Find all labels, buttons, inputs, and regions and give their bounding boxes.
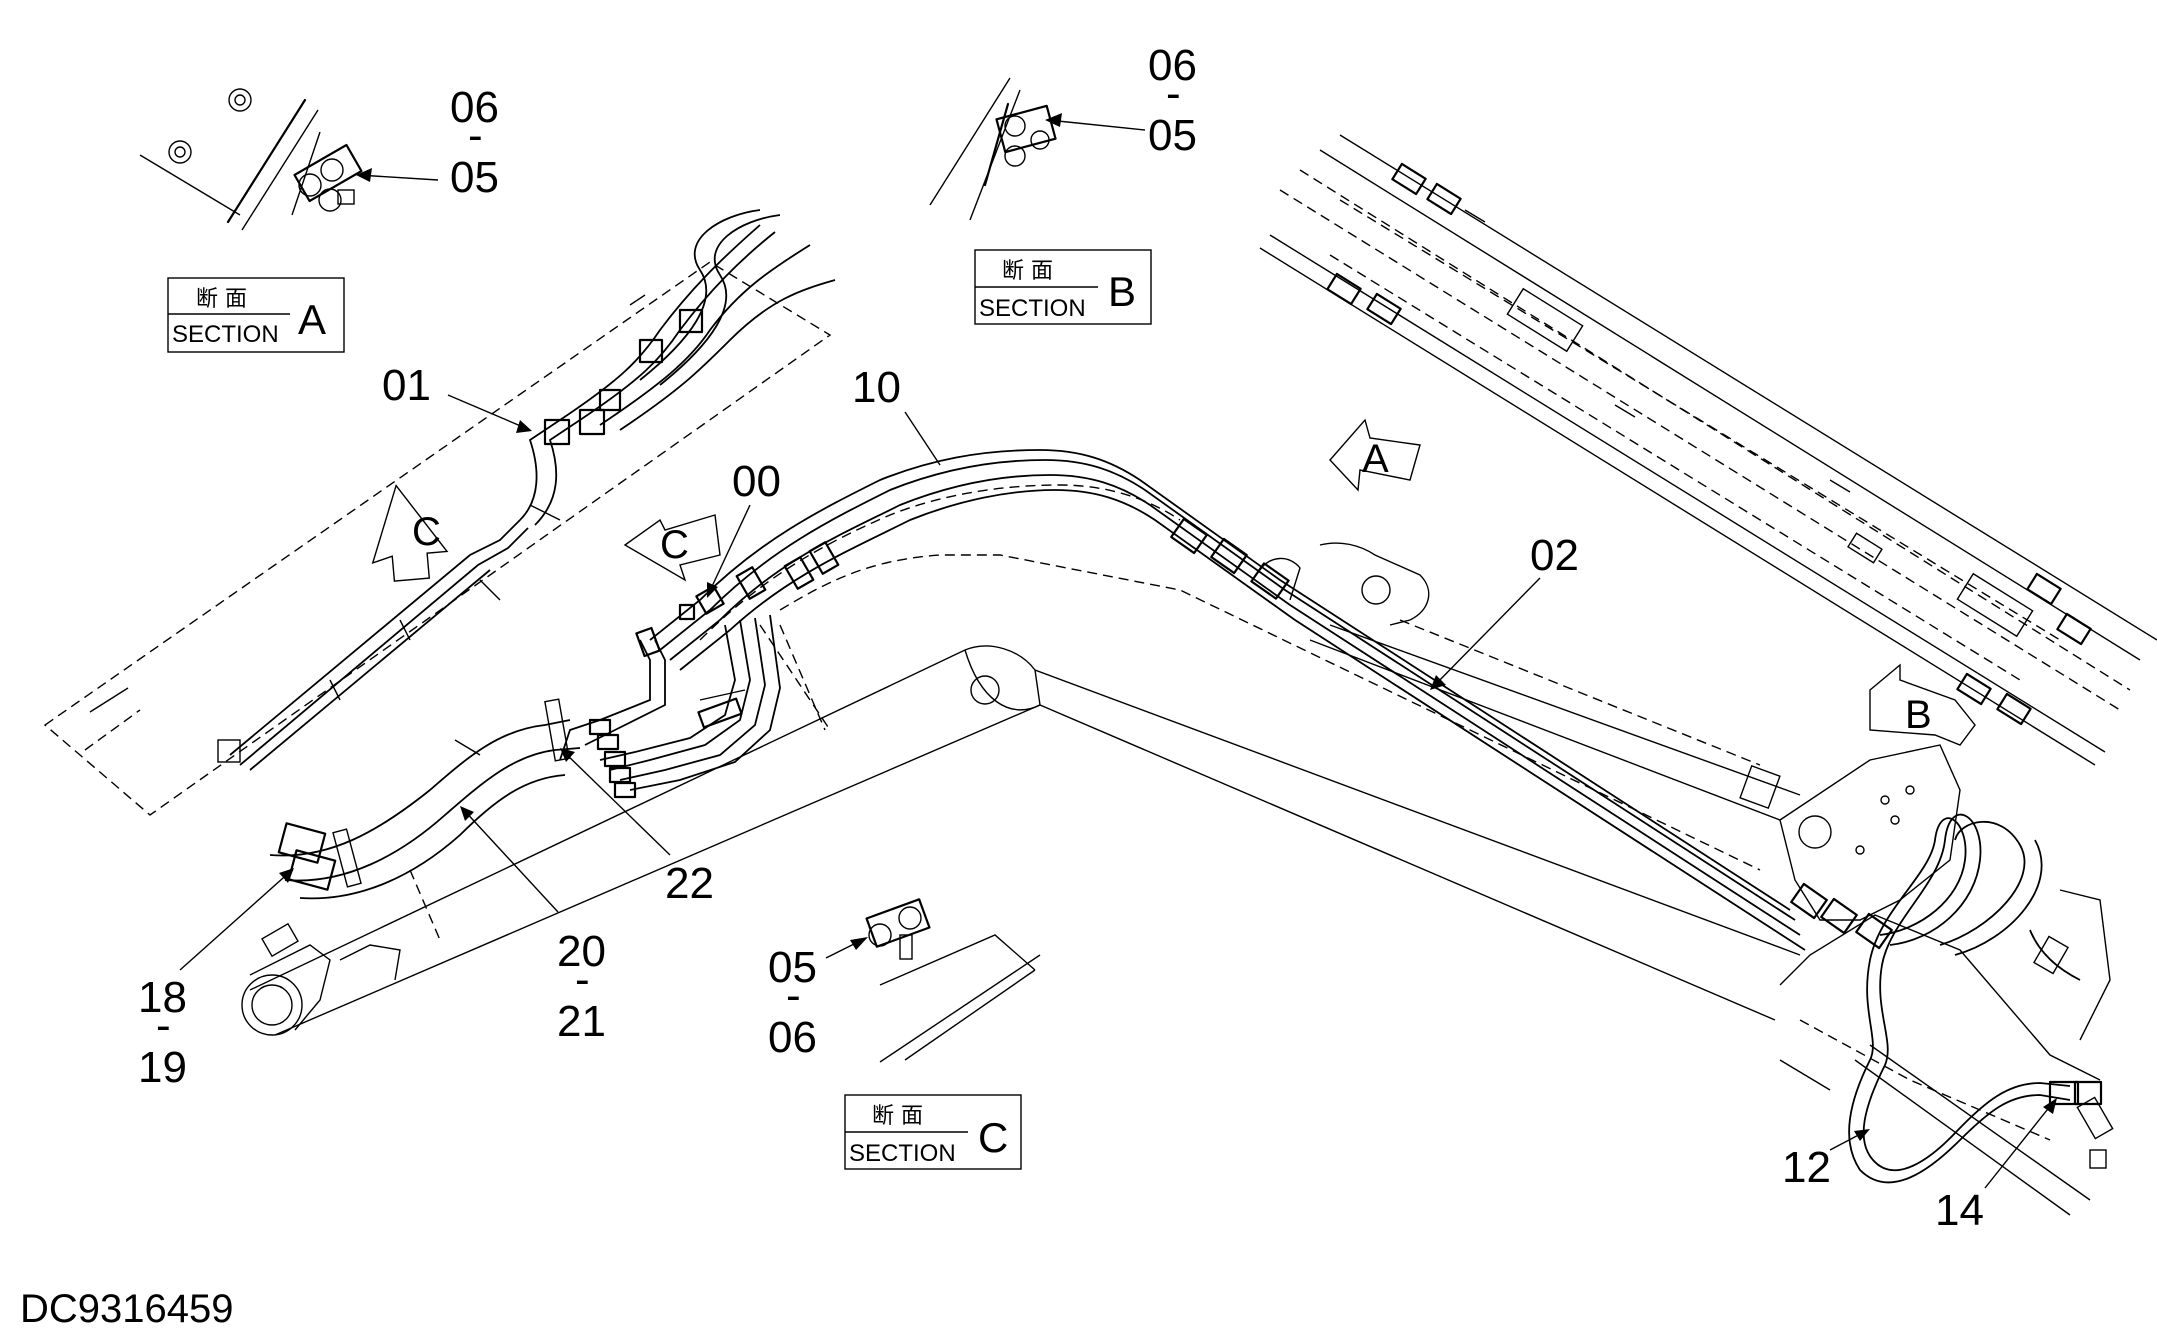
leader-18 (179, 869, 293, 971)
view-arrow-a-letter: A (1362, 437, 1389, 481)
section-b-letter: B (1108, 268, 1136, 315)
section-b-jp: 断 面 (1002, 259, 1053, 284)
section-a-en: SECTION (172, 321, 279, 348)
range-dash: - (786, 971, 801, 1020)
leader-arrowhead (1045, 113, 1062, 127)
right-arm-view (1259, 134, 2157, 766)
part-label-18: 18 (138, 973, 187, 1022)
section-a-letter: A (298, 296, 326, 343)
leader-arrowhead (356, 168, 372, 182)
part-label-06-section-c: 06 (768, 1013, 817, 1062)
section-c-letter: C (978, 1114, 1008, 1161)
leader-arrowhead (1854, 1129, 1870, 1141)
part-label-06-section-a: 06 (450, 83, 499, 132)
leader-02 (1431, 577, 1541, 689)
left-arm-view (43, 209, 836, 816)
leader-22 (561, 749, 671, 856)
section-c-detail (865, 898, 1041, 1063)
part-label-10: 10 (852, 363, 901, 412)
section-b-detail (929, 77, 1057, 221)
part-label-06-section-b: 06 (1148, 41, 1197, 90)
part-label-19: 19 (138, 1043, 187, 1092)
view-arrow-b: B (1869, 663, 1976, 746)
section-c-jp: 断 面 (872, 1104, 923, 1129)
leader-arrowhead (560, 748, 575, 762)
range-dash: - (575, 955, 590, 1004)
range-dash: - (156, 1001, 171, 1050)
part-label-14: 14 (1935, 1186, 1984, 1235)
part-label-05-section-b: 05 (1148, 111, 1197, 160)
leader-01 (447, 394, 531, 431)
part-label-02: 02 (1530, 531, 1579, 580)
drawing-id: DC9316459 (20, 1287, 234, 1331)
part-label-20: 20 (557, 927, 606, 976)
range-dash: - (468, 111, 483, 160)
part-label-05-section-a: 05 (450, 153, 499, 202)
view-arrow-c-center: C (623, 514, 721, 582)
section-c-box: 断 面 SECTION C (844, 1094, 1022, 1170)
view-arrow-c-left: C (371, 484, 449, 582)
leader-10 (904, 411, 941, 466)
leader-section-b (1047, 119, 1146, 131)
part-label-21: 21 (557, 997, 606, 1046)
part-label-01: 01 (382, 361, 431, 410)
section-a-detail (139, 88, 363, 231)
main-boom (241, 449, 2111, 1216)
leader-arrowhead (850, 937, 868, 950)
range-dash: - (1166, 69, 1181, 118)
view-arrow-b-letter: B (1905, 693, 1932, 737)
leader-14 (1984, 1099, 2056, 1189)
leader-section-a (357, 174, 439, 181)
view-arrow-c-center-letter: C (660, 523, 689, 567)
section-a-box: 断 面 SECTION A (167, 277, 345, 353)
section-c-en: SECTION (849, 1140, 956, 1167)
leader-arrowhead (2043, 1098, 2057, 1114)
view-arrow-c-left-letter: C (412, 510, 441, 554)
part-label-22: 22 (665, 859, 714, 908)
section-a-jp: 断 面 (196, 287, 247, 312)
leader-00 (707, 504, 751, 596)
leader-arrowhead (1430, 675, 1446, 690)
part-label-05-section-c: 05 (768, 943, 817, 992)
leader-arrowhead (707, 582, 718, 598)
section-b-en: SECTION (979, 295, 1086, 322)
leader-arrowhead (279, 868, 294, 883)
part-label-12: 12 (1782, 1143, 1831, 1192)
view-arrow-a: A (1329, 418, 1421, 492)
section-b-box: 断 面 SECTION B (974, 249, 1152, 325)
leader-arrowhead (460, 806, 474, 821)
leader-arrowhead (516, 420, 532, 433)
hose-12 (1848, 813, 2114, 1184)
part-label-00: 00 (732, 457, 781, 506)
leader-20 (461, 807, 559, 913)
